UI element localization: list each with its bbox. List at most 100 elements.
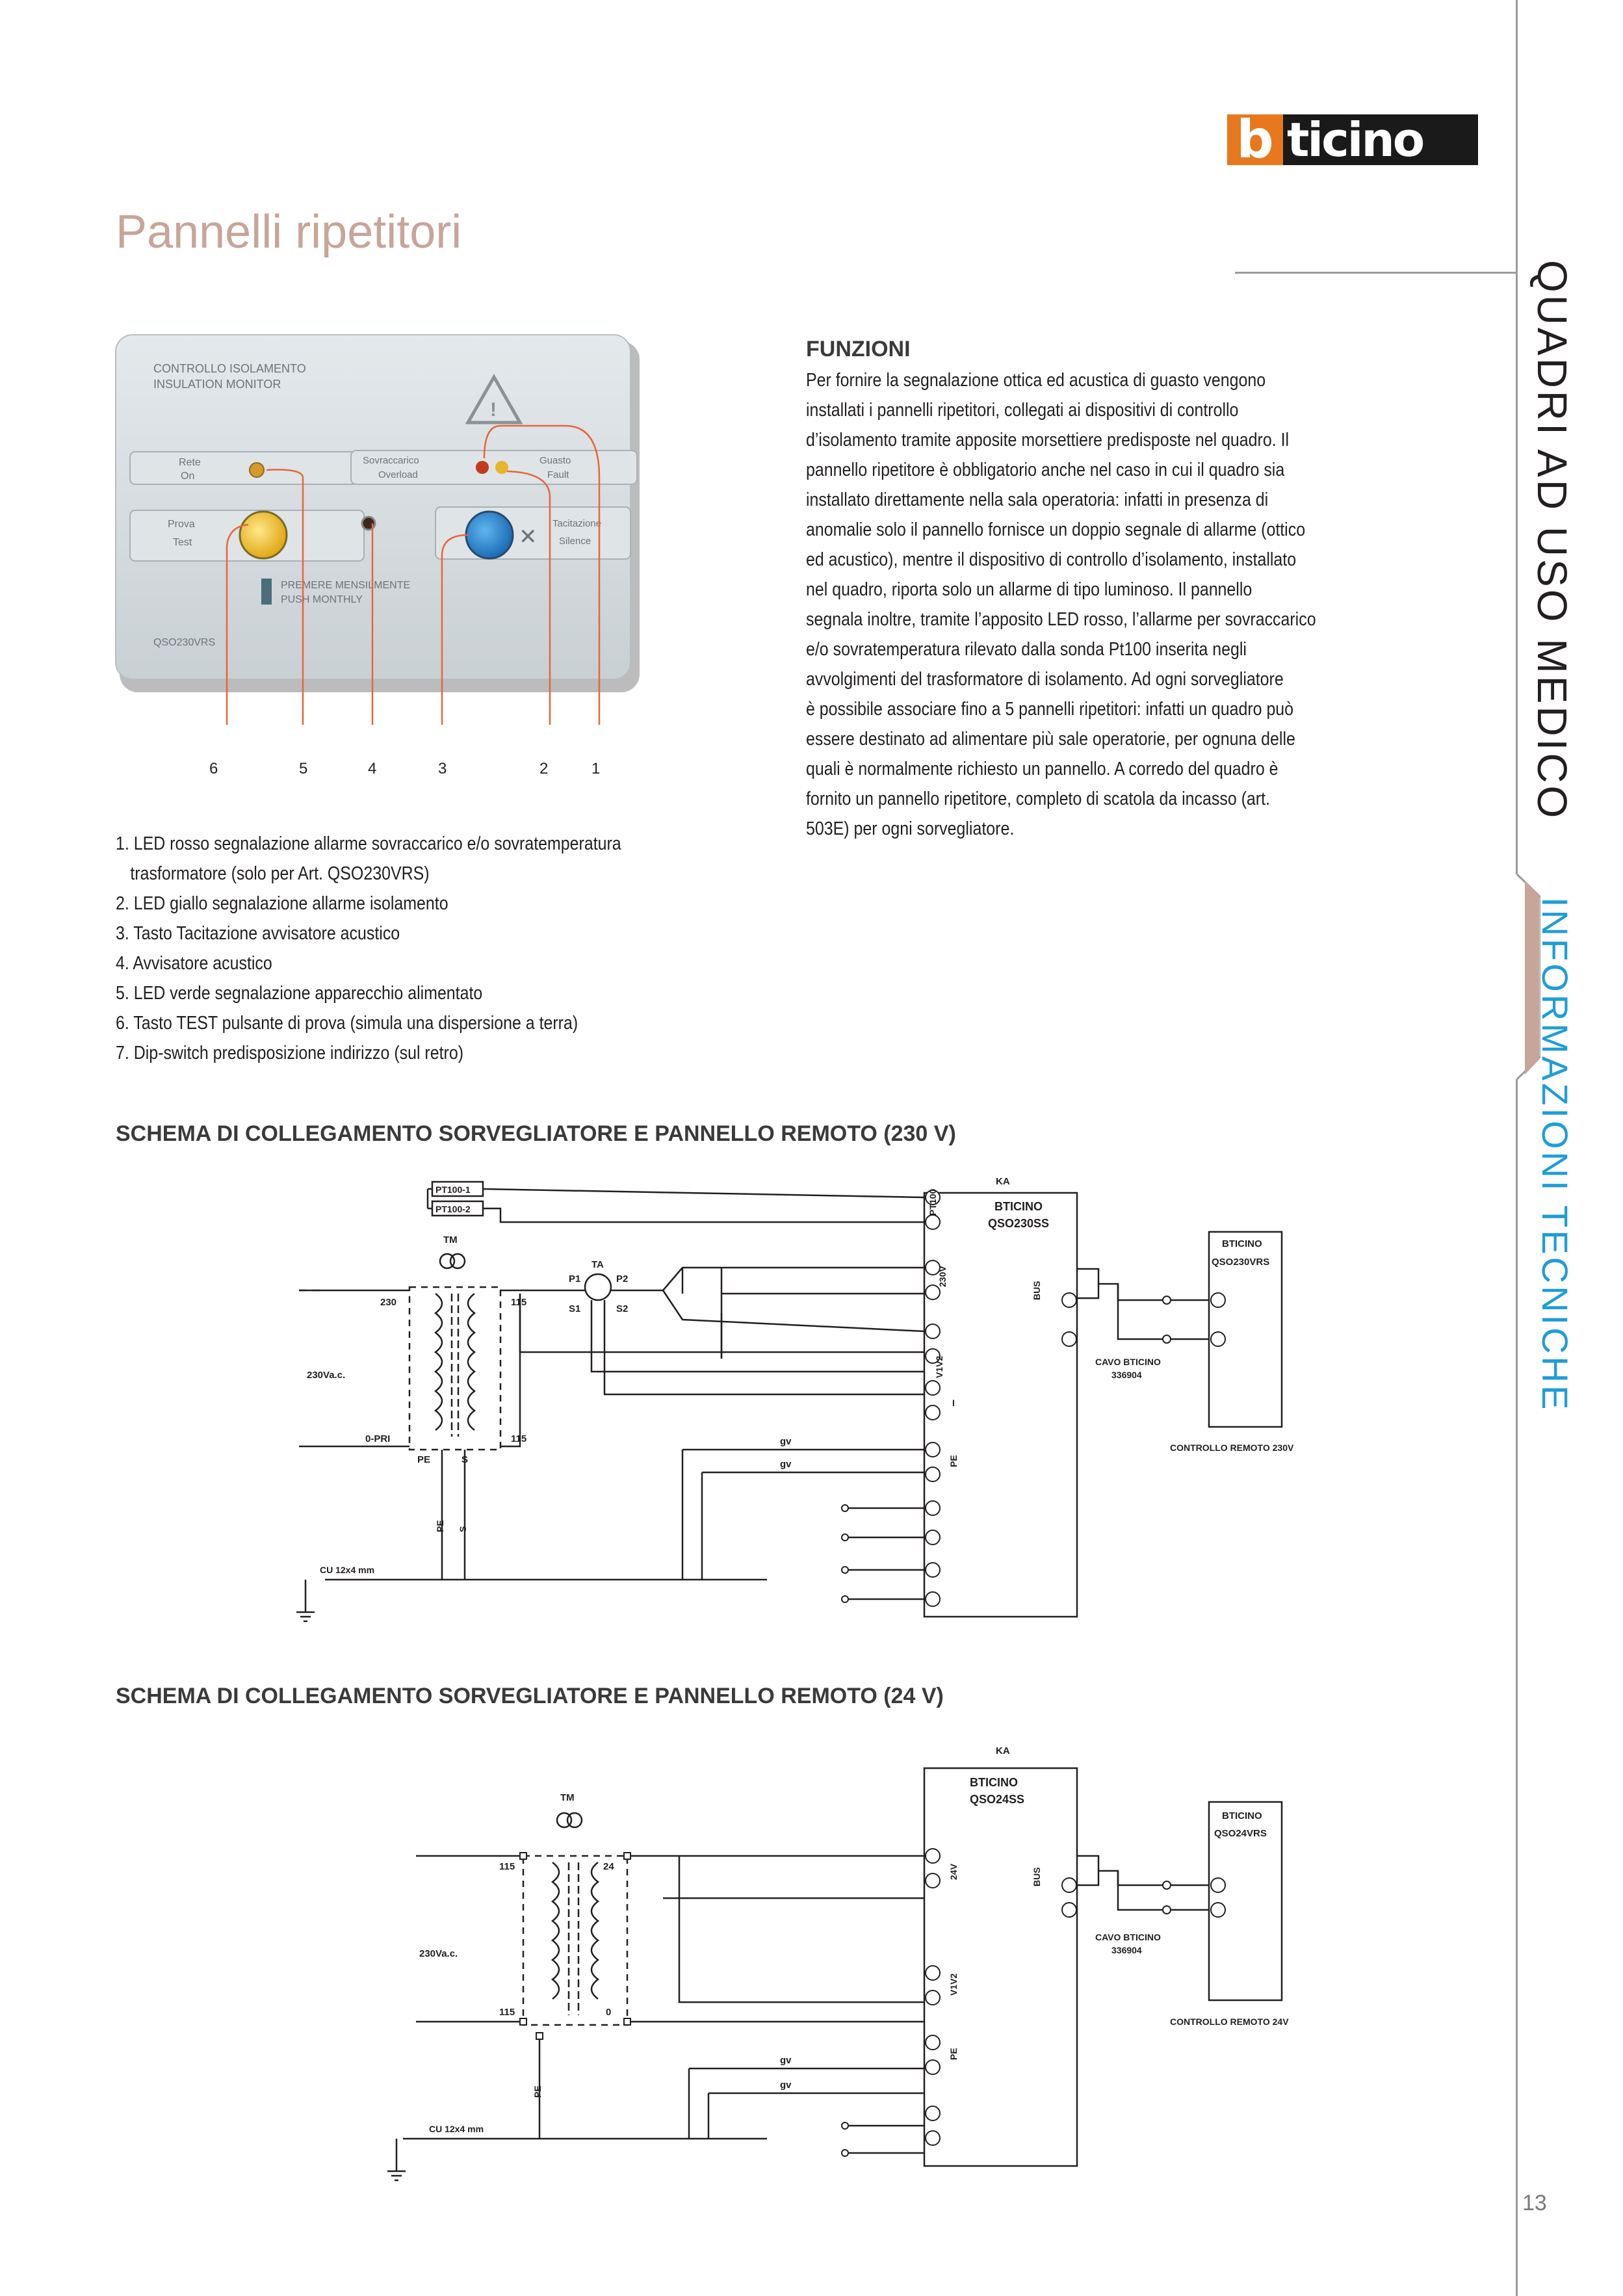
wiring-diagram-230v: KA BTICINO QSO230SS BTICINO QSO230VRS PT… — [296, 1176, 1294, 1623]
v1v2-24-term-label: V1V2 — [948, 1974, 959, 1996]
p1-label: P1 — [569, 1273, 580, 1285]
remote-label-2: QSO230VRS — [1212, 1257, 1269, 1268]
tm-24-label: TM — [560, 1792, 575, 1803]
ta-label: TA — [591, 1259, 604, 1270]
tm-label: TM — [443, 1234, 458, 1246]
schema-230-title: SCHEMA DI COLLEGAMENTO SORVEGLIATORE E P… — [116, 1121, 956, 1146]
pe-24-term-label: PE — [948, 2048, 959, 2060]
callout-4: 4 — [368, 760, 376, 777]
cavo-24-label-2: 336904 — [1111, 1945, 1142, 1955]
i-term-label: I — [952, 1398, 955, 1408]
panel-guasto-1: Guasto — [539, 455, 571, 466]
pe-vertical-label: PE — [435, 1520, 445, 1532]
remote-24-label-1: BTICINO — [1222, 1810, 1262, 1821]
silence-button[interactable] — [465, 510, 514, 560]
controllo-label: CONTROLLO REMOTO 230V — [1170, 1442, 1294, 1453]
yellow-led — [495, 461, 508, 474]
panel-sovr-2: Overload — [378, 469, 418, 480]
v115-label-b: 115 — [511, 1433, 526, 1444]
callout-5: 5 — [299, 760, 307, 777]
v115-label-a: 115 — [511, 1297, 526, 1308]
funzioni-heading: FUNZIONI — [806, 337, 911, 361]
pe-term-label: PE — [948, 1455, 959, 1467]
gv-24-label-1: gv — [780, 2055, 792, 2066]
panel-rete-1: Rete — [179, 457, 201, 468]
main-unit-label-1: BTICINO — [994, 1200, 1043, 1213]
callout-6: 6 — [209, 760, 218, 777]
ka-label: KA — [996, 1176, 1010, 1187]
opri-label: 0-PRI — [365, 1433, 390, 1444]
v24-label: 24 — [603, 1861, 614, 1872]
panel-tac-2: Silence — [559, 536, 591, 547]
side-tab-marker — [1516, 873, 1540, 1080]
gv-label-1: gv — [780, 1436, 792, 1447]
legend-item: 4. Avvisatore acustico — [116, 953, 272, 974]
s1-label: S1 — [569, 1303, 580, 1314]
bus-label: BUS — [1032, 1281, 1042, 1300]
gv-24-label-2: gv — [780, 2080, 792, 2091]
pt100-1-label: PT100-1 — [435, 1184, 471, 1195]
s2-label: S2 — [616, 1303, 628, 1314]
legend-item: 2. LED giallo segnalazione allarme isola… — [116, 893, 448, 914]
pe-24-vertical-label: PE — [532, 2085, 543, 2098]
test-button[interactable] — [239, 510, 288, 560]
legend-item: 3. Tasto Tacitazione avvisatore acustico — [116, 923, 400, 944]
vac-24-label: 230Va.c. — [419, 1948, 458, 1959]
side-section-title: QUADRI AD USO MEDICO — [1529, 260, 1576, 821]
panel-model: QSO230VRS — [153, 637, 215, 648]
bticino-logo: b ticino — [1227, 114, 1478, 166]
red-led — [476, 461, 489, 474]
callout-3: 3 — [438, 760, 447, 777]
wiring-diagram-24v: KA BTICINO QSO24SS BTICINO QSO24VRS TM 1… — [387, 1745, 1289, 2182]
callout-1: 1 — [591, 760, 600, 777]
gv-label-2: gv — [780, 1459, 792, 1470]
v115-24-label-a: 115 — [499, 1861, 515, 1872]
remote-label-1: BTICINO — [1222, 1238, 1262, 1249]
legend-item: 5. LED verde segnalazione apparecchio al… — [116, 983, 483, 1004]
v230v-term-label: 230V — [937, 1266, 948, 1287]
logo-b: b — [1227, 114, 1283, 166]
funzioni-text: Per fornire la segnalazione ottica ed ac… — [806, 370, 1316, 839]
panel-sovr-1: Sovraccarico — [363, 455, 419, 466]
panel-title-2: INSULATION MONITOR — [153, 378, 281, 391]
repeater-panel-illustration: CONTROLLO ISOLAMENTO INSULATION MONITOR … — [115, 334, 640, 777]
cu-24-label: CU 12x4 mm — [429, 2124, 484, 2134]
pagenum-rule — [1516, 2171, 1518, 2296]
panel-title-1: CONTROLLO ISOLAMENTO — [153, 362, 306, 375]
header-rule — [1235, 272, 1518, 274]
side-subsection-title: INFORMAZIONI TECNICHE — [1535, 897, 1576, 1413]
v1v2-term-label: V1V2 — [934, 1356, 944, 1378]
legend-item: trasformatore (solo per Art. QSO230VRS) — [130, 863, 430, 884]
logo-text: ticino — [1283, 114, 1478, 165]
side-rule-bottom — [1516, 1079, 1518, 2296]
panel-prova-2: Test — [173, 537, 192, 548]
cavo-label-1: CAVO BTICINO — [1095, 1357, 1161, 1367]
ka-label-24: KA — [996, 1745, 1010, 1756]
s-label: S — [461, 1454, 468, 1465]
cavo-label-2: 336904 — [1111, 1370, 1142, 1380]
main-unit-24-label-1: BTICINO — [970, 1776, 1018, 1789]
panel-rete-2: On — [181, 471, 194, 482]
v24v-term-label: 24V — [948, 1863, 959, 1880]
pt100-2-label: PT100-2 — [435, 1204, 471, 1214]
vac-label: 230Va.c. — [307, 1370, 345, 1381]
panel-prova-1: Prova — [168, 519, 195, 530]
bus-24-label: BUS — [1032, 1867, 1042, 1886]
warning-icon — [465, 373, 523, 424]
panel-tac-1: Tacitazione — [552, 518, 601, 529]
p2-label: P2 — [616, 1273, 628, 1285]
main-unit-label-2: QSO230SS — [988, 1217, 1049, 1230]
legend-item: 7. Dip-switch predisposizione indirizzo … — [116, 1043, 464, 1063]
page-title: Pannelli ripetitori — [116, 206, 462, 258]
panel-premere-2: PUSH MONTHLY — [281, 594, 363, 605]
cavo-24-label-1: CAVO BTICINO — [1095, 1932, 1161, 1942]
callout-2: 2 — [539, 760, 548, 777]
pe-label: PE — [417, 1454, 430, 1465]
main-unit-24-label-2: QSO24SS — [970, 1793, 1024, 1806]
remote-24-label-2: QSO24VRS — [1214, 1828, 1267, 1839]
legend-item: 1. LED rosso segnalazione allarme sovrac… — [116, 833, 621, 854]
svg-text:!: ! — [490, 399, 497, 421]
panel-guasto-2: Fault — [547, 469, 569, 480]
side-rule-top — [1516, 0, 1518, 874]
cu-label: CU 12x4 mm — [320, 1565, 374, 1575]
